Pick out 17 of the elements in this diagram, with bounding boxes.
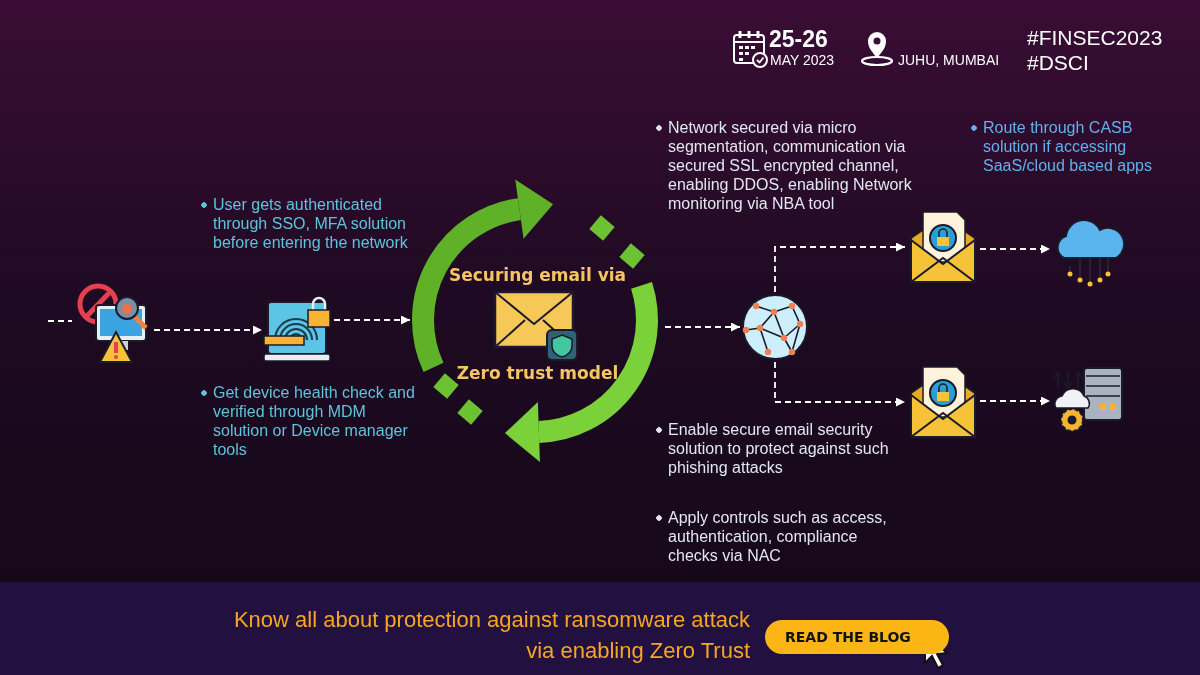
dashed-connector bbox=[153, 325, 263, 335]
dashed-connector bbox=[333, 315, 411, 325]
center-heading: Zero trust model bbox=[455, 363, 620, 383]
center-heading: Securing email via bbox=[448, 265, 627, 285]
dashed-connector bbox=[664, 322, 741, 332]
dashed-connector bbox=[979, 244, 1051, 254]
hashtag: #DSCI bbox=[1027, 51, 1090, 75]
dashed-connector bbox=[774, 242, 906, 293]
dashed-connector bbox=[47, 320, 73, 322]
read-blog-button: READ THE BLOG bbox=[765, 620, 949, 654]
venue-location: JUHU, MUMBAI bbox=[898, 52, 1001, 69]
promo-text: Know all about protection against ransomware attack via enabling Zero Trust bbox=[232, 606, 750, 665]
dashed-connector bbox=[979, 396, 1051, 406]
event-date: 25-26 bbox=[769, 26, 829, 52]
event-month: MAY 2023 bbox=[770, 52, 836, 69]
dashed-connector bbox=[774, 361, 906, 407]
hashtag: #FINSEC2023 bbox=[1027, 26, 1164, 50]
